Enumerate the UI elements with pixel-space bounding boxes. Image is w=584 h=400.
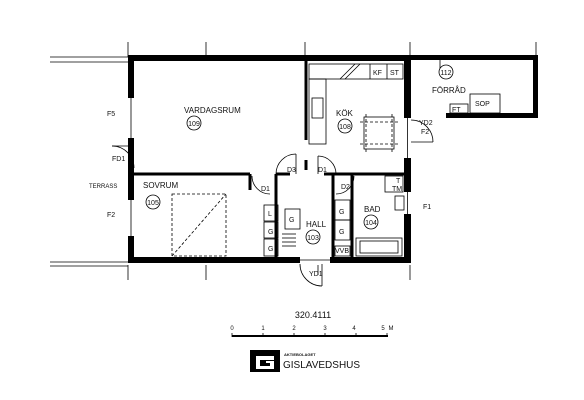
fixture-labels: KF ST SOP FT L G G G G G T TM VVB [268,70,490,255]
hall-closets [263,199,351,257]
label-sop: SOP [475,101,490,108]
scale-tick-4: 4 [352,326,356,332]
label-vvb: VVB [335,248,349,255]
label-st: ST [390,70,400,77]
room-name-kok: KÖK [336,109,354,118]
window-label-f2-bedroom: F2 [107,212,115,219]
label-g-4: G [339,209,344,216]
door-swings [111,119,434,287]
room-name-bad: BAD [364,205,381,214]
storage-fixtures [439,60,501,114]
label-tm: TM [392,186,402,193]
scale-unit: M [389,326,394,332]
door-label-yd1: YD1 [309,271,323,278]
svg-text:104: 104 [365,220,377,227]
drawing-number: 320.4111 [295,310,331,320]
scale-bar: 0 1 2 3 4 5 M [230,326,394,337]
terrace-outline [50,56,128,267]
room-name-hall: HALL [306,220,327,229]
label-g-1: G [268,229,273,236]
label-g-2: G [268,246,273,253]
room-name-vardagsrum: VARDAGSRUM [184,106,241,115]
bath-fixtures [334,175,405,257]
window-openings [127,98,412,264]
label-g-5: G [339,229,344,236]
door-label-d1-bedroom: D1 [261,186,270,193]
door-labels: D1 D1 D2 D3 FD1 YD1 YD2 [112,120,433,278]
door-label-fd1: FD1 [112,156,125,163]
label-ft: FT [452,107,461,114]
label-kf: KF [373,70,382,77]
door-label-d3: D3 [287,167,296,174]
room-labels: VARDAGSRUM KÖK FÖRRÅD SOVRUM HALL BAD [143,86,466,229]
kitchen-fixtures [308,63,404,152]
scale-tick-3: 3 [323,326,327,332]
room-number-kok: 108 [337,118,353,134]
room-number-forrad: 112 [438,64,454,80]
scale-tick-5: 5 [381,326,385,332]
window-labels: F5 F2 F2 F1 TERRASS [89,111,431,219]
scale-tick-0: 0 [230,326,234,332]
svg-text:105: 105 [147,200,159,207]
svg-text:108: 108 [339,124,351,131]
gislavedshus-logo: AKTIEBOLAGET GISLAVEDSHUS [250,350,360,372]
scale-tick-2: 2 [292,326,296,332]
terrace-label: TERRASS [89,184,117,190]
room-name-sovrum: SOVRUM [143,181,178,190]
room-name-forrad: FÖRRÅD [432,86,466,95]
dimension-lines [127,42,537,280]
svg-text:112: 112 [440,70,451,77]
window-label-f1: F1 [423,204,431,211]
logo-name-text: GISLAVEDSHUS [283,360,360,371]
room-number-hall: 103 [305,229,321,245]
room-number-bad: 104 [363,214,379,230]
svg-text:109: 109 [188,121,200,128]
window-label-f5: F5 [107,111,115,118]
logo-small-text: AKTIEBOLAGET [284,352,316,357]
scale-tick-1: 1 [261,326,265,332]
room-number-sovrum: 105 [145,194,161,210]
svg-text:103: 103 [307,235,319,242]
label-t: T [396,178,401,185]
room-numbers: 109 108 112 105 103 104 [145,64,454,245]
door-label-d2: D2 [341,184,350,191]
label-g-3: G [289,217,294,224]
interior-walls [130,60,404,257]
exterior-walls [128,55,538,263]
room-number-vardagsrum: 109 [186,115,202,131]
window-label-f2-storage: F2 [421,129,429,136]
label-l: L [268,211,272,218]
bed-outline [171,193,227,257]
door-label-yd2: YD2 [419,120,433,127]
door-label-d1-kitchen: D1 [318,167,327,174]
